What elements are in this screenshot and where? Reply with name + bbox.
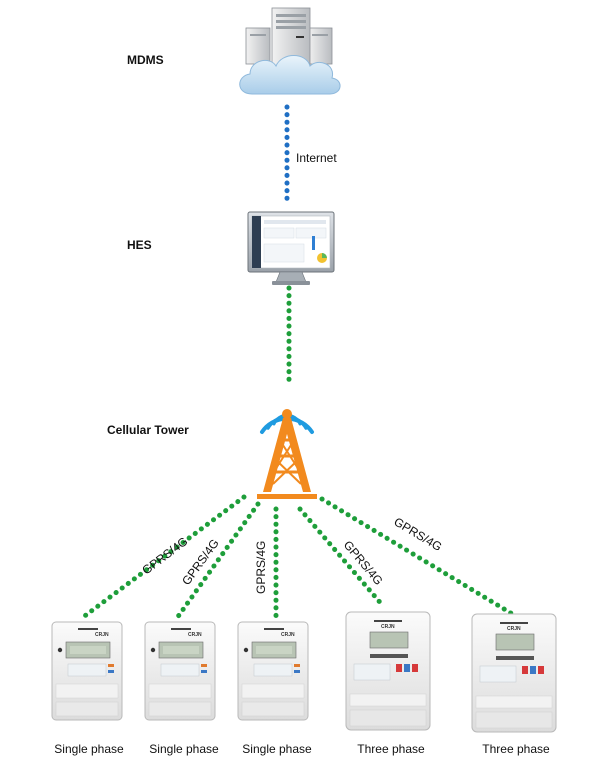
gprs-link-2 [174, 501, 261, 621]
meter-4-brand: CRJN [381, 624, 395, 630]
hes-label: HES [127, 238, 152, 252]
meter-4-icon [345, 611, 431, 731]
gprs-link-5 [319, 496, 517, 618]
meter-5-label: Three phase [482, 742, 550, 756]
meter-3-label: Single phase [242, 742, 312, 756]
meter-5-brand: CRJN [507, 626, 521, 632]
internet-label: Internet [296, 151, 337, 165]
gprs-link-1 [79, 494, 247, 621]
meter-3-icon [237, 621, 309, 721]
meter-1-icon [51, 621, 123, 721]
gprs-label-4: GPRS/4G [341, 538, 386, 588]
mdms-server-cloud-icon [239, 7, 341, 95]
meter-2-label: Single phase [149, 742, 219, 756]
cellular-tower-label: Cellular Tower [107, 423, 189, 437]
hes-monitor-icon [247, 211, 335, 285]
mdms-label: MDMS [127, 53, 164, 67]
meter-3-brand: CRJN [281, 632, 295, 638]
meter-2-icon [144, 621, 216, 721]
meter-1-label: Single phase [54, 742, 124, 756]
meter-1-brand: CRJN [95, 632, 109, 638]
meter-4-label: Three phase [357, 742, 425, 756]
cellular-tower-icon [257, 409, 317, 499]
meter-2-brand: CRJN [188, 632, 202, 638]
meter-5-icon [471, 613, 557, 733]
gprs-link-4 [297, 506, 387, 610]
gprs-label-3: GPRS/4G [254, 541, 268, 594]
gprs-label-1: GPRS/4G [139, 534, 190, 577]
